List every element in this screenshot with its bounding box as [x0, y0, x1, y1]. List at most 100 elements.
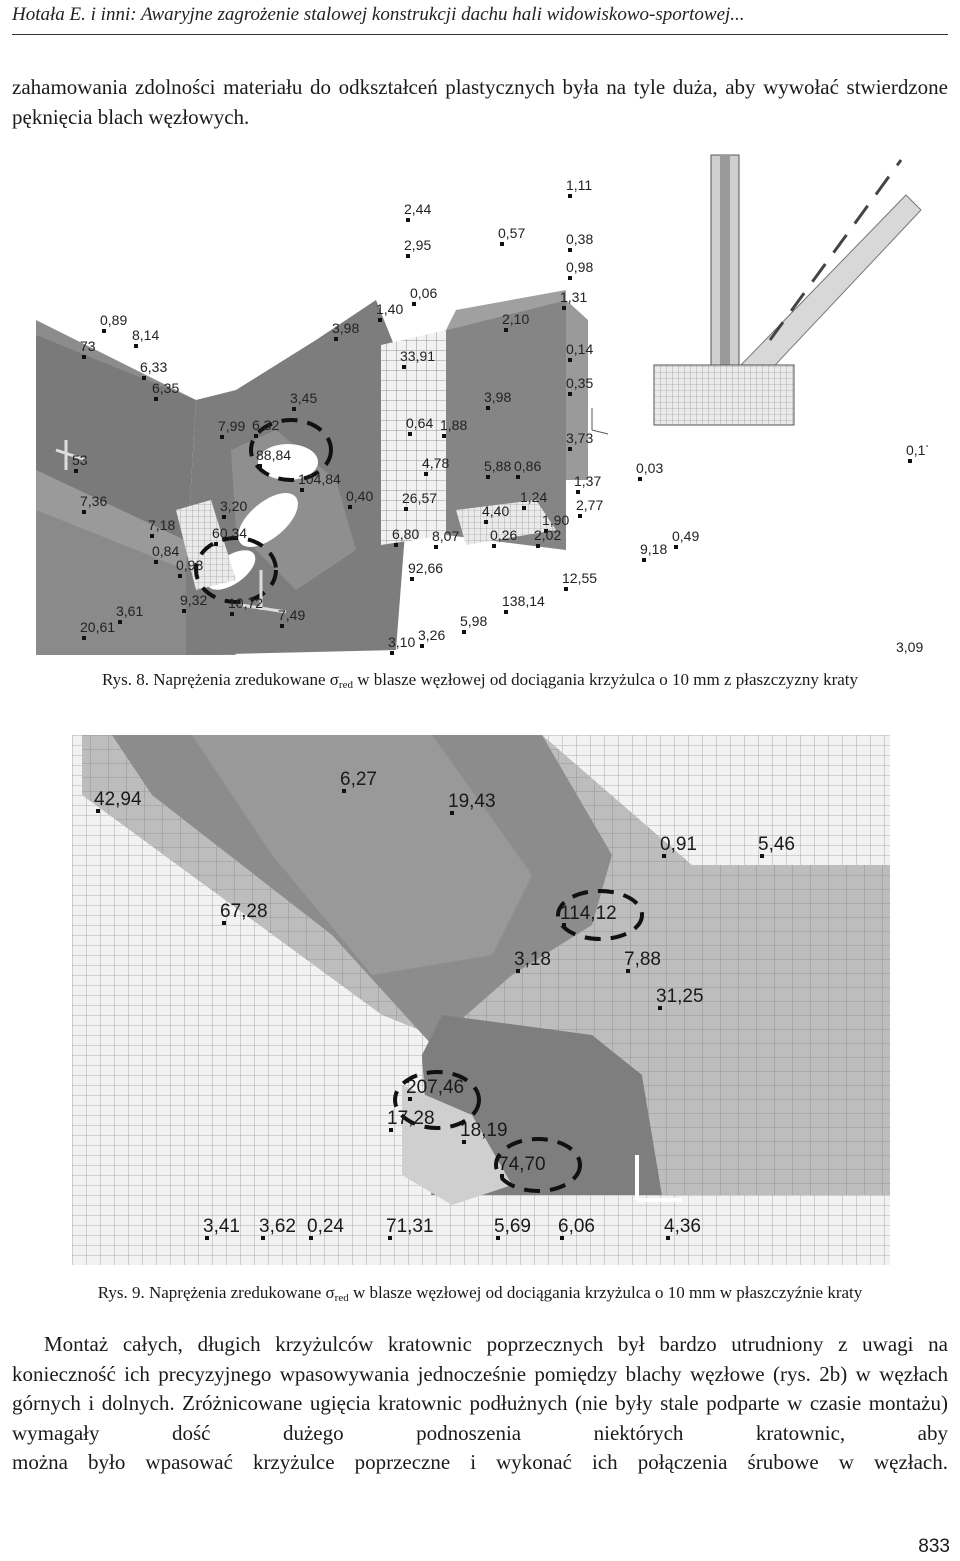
fig8-node-marker — [504, 610, 508, 614]
fig8-node-marker — [406, 218, 410, 222]
body-paragraph: Montaż całych, długich krzyżulców kratow… — [12, 1330, 948, 1478]
fig8-node-marker — [118, 620, 122, 624]
fig8-stress-label: 138,14 — [502, 593, 545, 609]
fig8-node-marker — [154, 397, 158, 401]
fig8-node-marker — [182, 609, 186, 613]
fig8-node-marker — [378, 318, 382, 322]
fig8-node-marker — [536, 544, 540, 548]
fig8-node-marker — [134, 344, 138, 348]
figure-8-caption-prefix: Rys. 8. Naprężenia zredukowane σ — [101, 670, 339, 689]
fig8-node-marker — [214, 542, 218, 546]
fig9-node-marker — [222, 921, 226, 925]
fig9-stress-label: 67,28 — [220, 901, 268, 922]
fig8-stress-label: 0,89 — [100, 312, 127, 328]
fig8-stress-label: 104,84 — [298, 471, 341, 487]
fig8-stress-label: 3,98 — [332, 320, 359, 336]
fig8-node-marker — [142, 376, 146, 380]
fig9-stress-label: 5,69 — [494, 1216, 531, 1237]
fig8-node-marker — [154, 560, 158, 564]
fig8-node-marker — [300, 488, 304, 492]
fig8-node-marker — [408, 432, 412, 436]
fig8-stress-label: 6,33 — [140, 359, 167, 375]
fig9-node-marker — [666, 1236, 670, 1240]
fig9-node-marker — [450, 811, 454, 815]
fig8-node-marker — [74, 469, 78, 473]
page-number: 833 — [918, 1536, 950, 1557]
fig8-stress-label: 0,06 — [410, 285, 437, 301]
fig8-node-marker — [486, 406, 490, 410]
fig8-stress-label: 1,40 — [376, 301, 403, 317]
fig8-node-marker — [222, 515, 226, 519]
fig9-stress-label: 3,62 — [259, 1216, 296, 1237]
fig8-node-marker — [390, 651, 394, 655]
fig8-node-marker — [150, 534, 154, 538]
fig9-node-marker — [389, 1128, 393, 1132]
fig9-node-marker — [560, 1236, 564, 1240]
fig8-node-marker — [258, 464, 262, 468]
fig8-node-marker — [280, 624, 284, 628]
fig8-stress-label: 12,55 — [562, 570, 597, 586]
stress-highlight-2 — [393, 1070, 481, 1130]
fig8-stress-label: 0,93 — [176, 557, 203, 573]
axis-triad-icon — [55, 440, 87, 470]
fig8-node-marker — [82, 355, 86, 359]
body-paragraph-main: Montaż całych, długich krzyżulców kratow… — [12, 1332, 948, 1445]
stress-highlight-1 — [556, 889, 644, 941]
fig8-stress-label: 0,26 — [490, 527, 517, 543]
fig8-stress-label: 5,88 — [484, 458, 511, 474]
fig8-stress-label: 7,49 — [278, 607, 305, 623]
crack-highlight-2 — [194, 536, 278, 604]
fig8-stress-label: 3,26 — [418, 627, 445, 643]
fig8-stress-label: 2,95 — [404, 237, 431, 253]
fig8-stress-label: 0,38 — [566, 231, 593, 247]
fig8-node-marker — [434, 545, 438, 549]
fig9-stress-label: 114,12 — [560, 903, 617, 924]
fig8-stress-label: 0,86 — [514, 458, 541, 474]
fig8-node-marker — [486, 475, 490, 479]
fig8-node-marker — [484, 520, 488, 524]
fig9-node-marker — [309, 1236, 313, 1240]
fig8-stress-label: 3,09 — [896, 639, 923, 655]
fig8-node-marker — [562, 306, 566, 310]
fig8-stress-label: 2,10 — [502, 311, 529, 327]
fig9-node-marker — [261, 1236, 265, 1240]
fig8-node-marker — [424, 472, 428, 476]
fig8-node-marker — [500, 242, 504, 246]
fig9-stress-label: 0,24 — [307, 1216, 344, 1237]
figure-9-caption: Rys. 9. Naprężenia zredukowane σred w bl… — [0, 1283, 960, 1304]
fig8-node-marker — [642, 558, 646, 562]
fig8-stress-label: 0,03 — [636, 460, 663, 476]
fig8-stress-label: 0,57 — [498, 225, 525, 241]
fig8-node-marker — [178, 574, 182, 578]
fig8-stress-label: 0,64 — [406, 415, 433, 431]
fig9-node-marker — [342, 789, 346, 793]
fig8-stress-label: 5,98 — [460, 613, 487, 629]
fig8-node-marker — [230, 612, 234, 616]
fig8-stress-label: 6,35 — [152, 380, 179, 396]
fig8-stress-label: 10,72 — [228, 595, 263, 611]
fig8-stress-label: 3,45 — [290, 390, 317, 406]
fig8-stress-label: 0,40 — [346, 488, 373, 504]
fig8-node-marker — [638, 477, 642, 481]
fig8-stress-label: 1,11 — [566, 177, 592, 193]
body-paragraph-last-line: można było wpasować krzyżulce poprzeczne… — [12, 1450, 948, 1474]
fig9-node-marker — [516, 969, 520, 973]
fig8-node-marker — [516, 475, 520, 479]
fig9-stress-label: 3,41 — [203, 1216, 240, 1237]
fig8-stress-label: 3,73 — [566, 430, 593, 446]
fig9-stress-label: 0,91 — [660, 834, 697, 855]
fig9-node-marker — [500, 1174, 504, 1178]
fig8-stress-label: 3,10 — [388, 634, 415, 650]
fig8-stress-label: 0,49 — [672, 528, 699, 544]
fig8-stress-label: 1,24 — [520, 489, 547, 505]
fig9-stress-label: 18,19 — [460, 1120, 508, 1141]
fig8-node-marker — [410, 577, 414, 581]
axis-triad-icon-3 — [635, 1155, 682, 1202]
fig9-node-marker — [96, 809, 100, 813]
fig9-node-marker — [388, 1236, 392, 1240]
fig9-stress-label: 7,88 — [624, 949, 661, 970]
fig8-node-marker — [442, 434, 446, 438]
